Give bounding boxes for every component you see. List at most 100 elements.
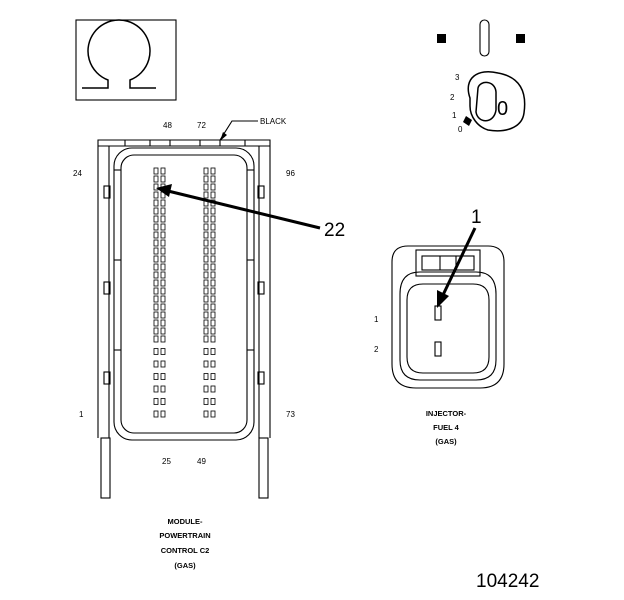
callout-1-label: 1	[471, 207, 482, 228]
pin-cavity	[160, 247, 166, 255]
pin-cavity	[203, 175, 209, 183]
pin-cavity	[160, 303, 166, 311]
pin-cavity	[153, 263, 159, 271]
pin-cavity	[153, 410, 159, 418]
pcm-side-latches	[103, 185, 265, 385]
pin-cavity	[153, 215, 159, 223]
pcm-caption-line-1: MODULE-	[168, 517, 203, 526]
pin-cavity	[210, 360, 216, 368]
callout-22-label: 22	[324, 220, 345, 241]
key-cylinder-icon	[467, 71, 526, 132]
injector-caption-line-2: FUEL 4	[433, 423, 460, 432]
pin-cavity	[160, 223, 166, 231]
pin-cavity	[203, 311, 209, 319]
injector-caption-line-3: (GAS)	[435, 437, 457, 446]
injector-caption-line-1: INJECTOR-	[426, 409, 467, 418]
pin-cavity	[153, 167, 159, 175]
pin-cavity	[203, 410, 209, 418]
pin-label-48: 48	[163, 121, 172, 130]
pin-cavity	[153, 255, 159, 263]
injector-latch	[415, 249, 481, 277]
callout-1-arrow	[437, 290, 449, 308]
pin-cavity	[203, 255, 209, 263]
pin-cavity	[203, 279, 209, 287]
pin-cavity	[160, 239, 166, 247]
color-leader-line	[219, 120, 258, 141]
pin-cavity	[203, 348, 209, 355]
pin-cavity	[160, 335, 166, 343]
pin-label-96: 96	[286, 169, 295, 178]
injector-pin-label-2: 2	[374, 345, 379, 354]
pin-cavity	[153, 303, 159, 311]
pin-cavity	[153, 199, 159, 207]
callout-1-leader	[441, 227, 477, 296]
pin-cavity	[210, 303, 216, 311]
pin-cavity	[203, 398, 209, 405]
pin-cavity	[210, 279, 216, 287]
pin-cavity	[210, 327, 216, 335]
callout-22-leader	[167, 189, 321, 230]
connector-color-label: BLACK	[260, 117, 287, 126]
pcm-legs	[100, 437, 269, 499]
pin-label-73: 73	[286, 410, 295, 419]
pin-cavity	[153, 207, 159, 215]
pin-cavity	[210, 410, 216, 418]
pin-cavity	[160, 410, 166, 418]
pin-cavity	[153, 295, 159, 303]
pcm-caption-line-3: CONTROL C2	[161, 546, 210, 555]
pin-cavity	[153, 271, 159, 279]
pin-cavity	[153, 175, 159, 183]
pin-cavity	[210, 255, 216, 263]
ohmmeter-symbol	[75, 19, 177, 101]
switch-position-2: 2	[450, 93, 455, 102]
pin-cavity	[203, 327, 209, 335]
pin-cavity	[210, 287, 216, 295]
ignition-switch: 3 2 1 0 0	[437, 19, 526, 134]
pin-cavity	[160, 199, 166, 207]
pin-cavity	[210, 385, 216, 393]
pin-cavity	[153, 373, 159, 380]
switch-position-1: 1	[452, 111, 457, 120]
ohm-icon	[82, 19, 156, 89]
pin-cavity	[203, 183, 209, 191]
injector-inner-shroud	[406, 283, 490, 374]
switch-tab-left	[437, 34, 446, 43]
pin-cavity	[160, 207, 166, 215]
switch-slot-icon	[479, 19, 490, 57]
pin-cavity	[203, 303, 209, 311]
key-head-icon	[475, 81, 497, 122]
pin-cavity	[203, 191, 209, 199]
pin-cavity	[153, 287, 159, 295]
pin-cavity	[203, 385, 209, 393]
pin-cavity	[153, 191, 159, 199]
pin-cavity	[210, 335, 216, 343]
pin-cavity	[203, 360, 209, 368]
pin-cavity	[210, 175, 216, 183]
switch-detent-icon	[463, 116, 472, 126]
color-leader-arrow	[220, 132, 227, 141]
injector-pin-1	[434, 305, 442, 321]
pcm-connector: BLACK 48 72 24 96 1 73 25 49 22 MODULE- …	[73, 117, 345, 570]
injector-connector: 1 2 1 INJECTOR- FUEL 4 (GAS)	[374, 207, 505, 446]
pin-cavity	[160, 167, 166, 175]
pin-cavity	[210, 191, 216, 199]
pin-cavity	[160, 255, 166, 263]
pin-cavity	[153, 319, 159, 327]
pin-cavity	[153, 239, 159, 247]
pin-cavity	[153, 311, 159, 319]
pin-cavity	[160, 398, 166, 405]
pin-cavity	[160, 348, 166, 355]
pin-cavity	[203, 287, 209, 295]
pin-cavity	[210, 231, 216, 239]
pcm-shroud-outer	[113, 147, 255, 441]
pin-cavity	[153, 231, 159, 239]
pin-cavity	[210, 239, 216, 247]
pin-cavity	[153, 385, 159, 393]
pin-cavity	[210, 319, 216, 327]
pin-cavity	[153, 335, 159, 343]
pin-cavity	[153, 223, 159, 231]
pin-label-25: 25	[162, 457, 171, 466]
pin-cavity	[160, 271, 166, 279]
injector-pin-label-1: 1	[374, 315, 379, 324]
